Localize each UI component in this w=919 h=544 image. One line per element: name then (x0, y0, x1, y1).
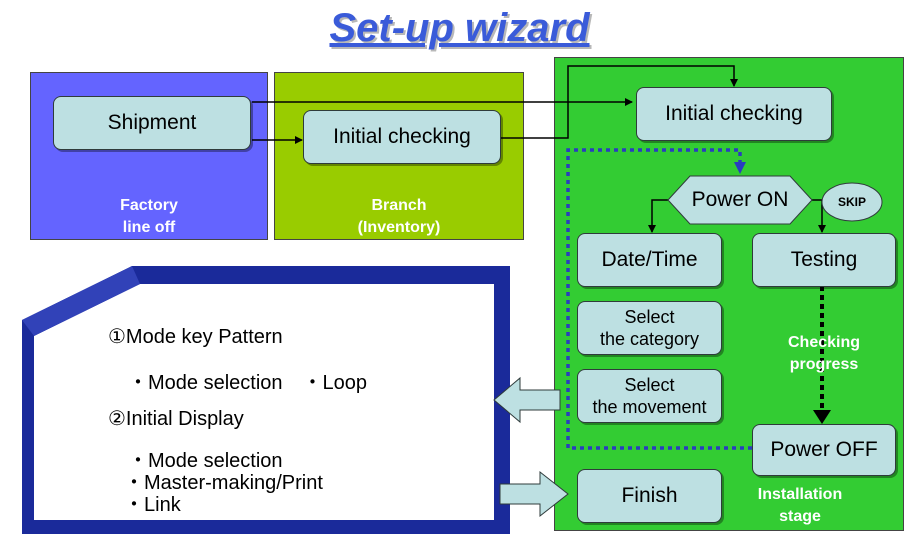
doc-item2-sub3: ・Link (124, 494, 181, 516)
skip-label: SKIP (837, 195, 866, 209)
factory-label-line1: Factory (120, 197, 178, 214)
power-on-label: Power ON (691, 188, 789, 211)
factory-label: Factory line off (30, 195, 268, 239)
shipment-node: Shipment (53, 96, 251, 150)
finish-node: Finish (577, 469, 722, 523)
installation-label-line2: stage (779, 508, 821, 525)
arrow-branch-check-to-install-check (500, 65, 738, 139)
select-movement-line1: Select (624, 375, 675, 395)
branch-initial-checking-node: Initial checking (303, 110, 501, 164)
install-initial-checking-text: Initial checking (665, 102, 803, 125)
factory-label-line2: line off (122, 219, 176, 236)
select-category-line1: Select (624, 307, 675, 327)
skip-shape (821, 182, 883, 222)
shipment-text: Shipment (107, 111, 197, 134)
power-on-shape (667, 175, 813, 225)
testing-node: Testing (752, 233, 896, 287)
page-title: Set-up wizard (329, 6, 590, 50)
arrow-power-on-to-testing (812, 199, 826, 233)
arrow-power-on-to-date-time (648, 199, 668, 233)
doc-item1: ①Mode key Pattern (108, 326, 283, 348)
install-initial-checking-node: Initial checking (636, 87, 832, 141)
select-movement-node: Select the movement (577, 369, 722, 423)
power-off-node: Power OFF (752, 424, 896, 476)
checking-progress-line1: Checking (787, 334, 860, 351)
branch-label: Branch (Inventory) (274, 195, 524, 239)
select-category-line2: the category (599, 329, 700, 349)
branch-label-line1: Branch (371, 197, 427, 214)
dotted-loop-line (566, 148, 752, 450)
testing-text: Testing (790, 248, 858, 271)
finish-text: Finish (621, 484, 678, 507)
select-category-node: Select the category (577, 301, 722, 355)
branch-initial-checking-text: Initial checking (333, 125, 471, 148)
doc-item2-sub1: ・Mode selection (128, 450, 283, 472)
checking-progress-label: Checking progress (772, 332, 876, 376)
doc-item1-sub: ・Mode selection ・Loop (128, 372, 368, 394)
block-arrow-right (499, 470, 569, 518)
doc-item2-sub2: ・Master-making/Print (124, 472, 323, 494)
date-time-text: Date/Time (601, 248, 698, 271)
doc-item2: ②Initial Display (108, 408, 244, 430)
power-off-text: Power OFF (770, 438, 878, 461)
block-arrow-left (493, 376, 561, 424)
date-time-node: Date/Time (577, 233, 722, 287)
branch-label-line2: (Inventory) (357, 219, 441, 236)
checking-progress-line2: progress (789, 356, 859, 373)
select-movement-line2: the movement (592, 397, 707, 417)
arrowhead-power-off (813, 410, 831, 424)
installation-label-line1: Installation (757, 486, 843, 503)
installation-label: Installation stage (740, 484, 860, 528)
